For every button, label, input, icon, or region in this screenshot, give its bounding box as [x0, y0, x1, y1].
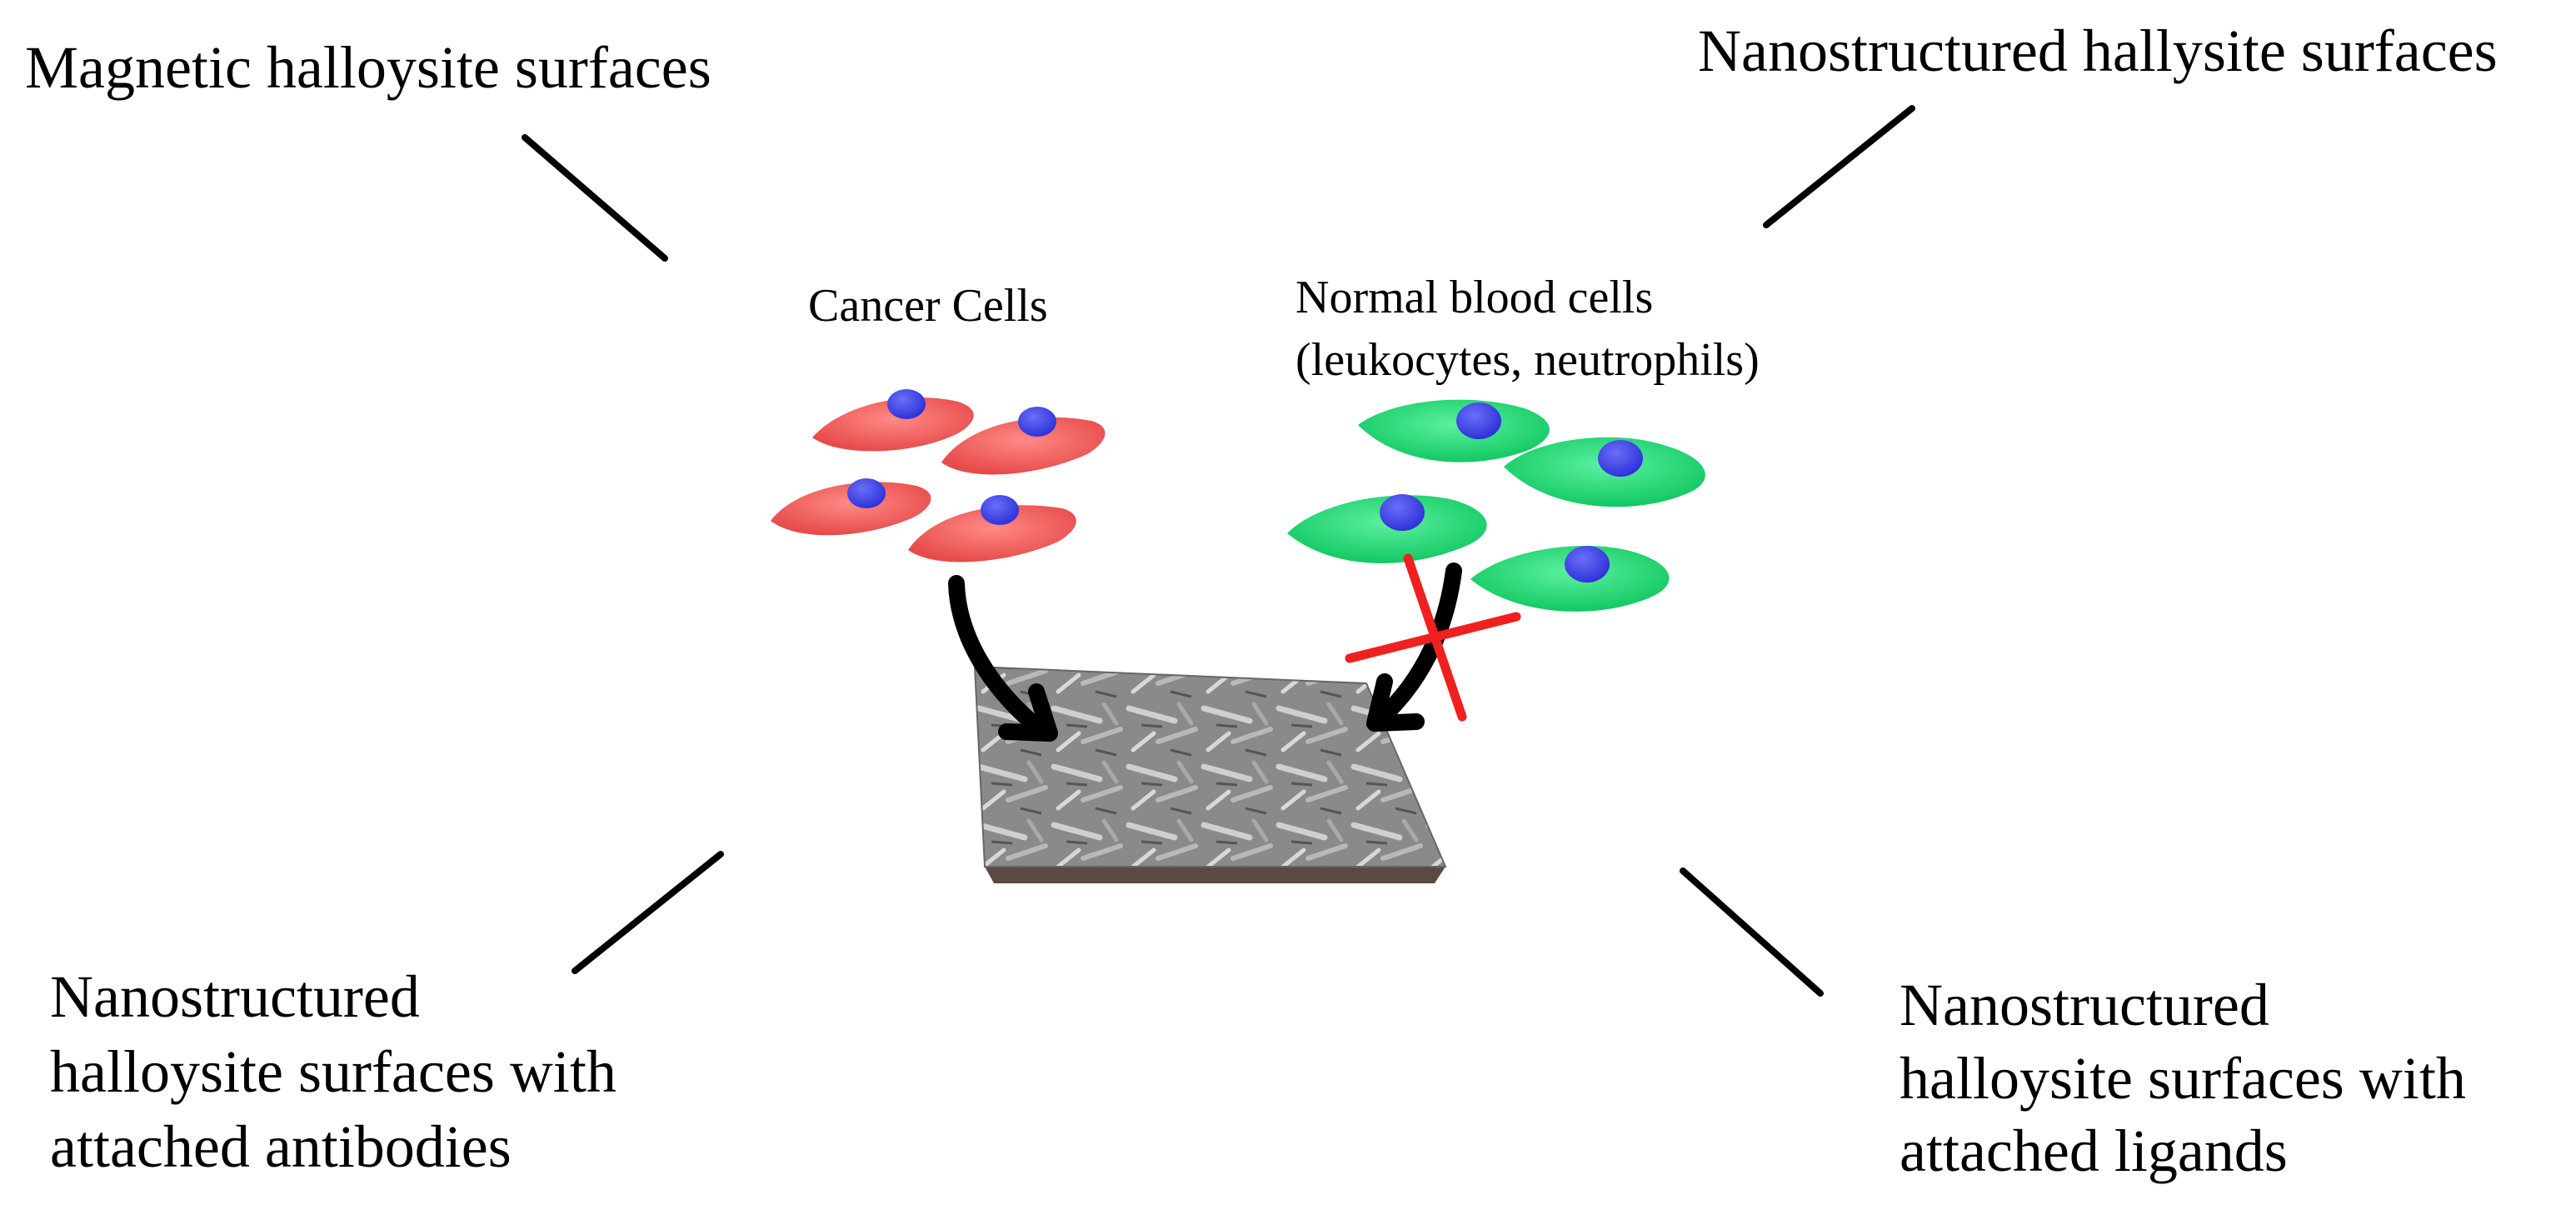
- connector-bottom-left: [572, 851, 724, 974]
- cancer-cell: [941, 407, 1106, 475]
- label-bottom-right-line2: halloysite surfaces with: [1900, 1045, 2466, 1112]
- label-bottom-left-line1: Nanostructured: [50, 963, 420, 1030]
- cancer-cell: [771, 478, 931, 536]
- label-bottom-right-line3: attached ligands: [1900, 1118, 2288, 1184]
- normal-cells-label-line1: Normal blood cells: [1295, 272, 1653, 323]
- label-top-left: Magnetic halloysite surfaces: [25, 34, 711, 101]
- curved-arrow-icon: [948, 575, 1058, 742]
- label-bottom-left-line2: halloysite surfaces with: [50, 1038, 617, 1105]
- connector-top-left: [522, 134, 668, 262]
- nucleus: [1565, 546, 1610, 582]
- nucleus: [1456, 402, 1501, 439]
- label-bottom-right: Nanostructured halloysite surfaces with …: [1900, 972, 2481, 1184]
- nucleus: [887, 389, 926, 419]
- normal-cells-label: Normal blood cells (leukocytes, neutroph…: [1295, 272, 1760, 386]
- cancer-cell: [812, 389, 974, 452]
- label-bottom-right-line1: Nanostructured: [1900, 972, 2269, 1038]
- normal-cell: [1470, 545, 1670, 612]
- normal-cell-group: [1287, 399, 1705, 612]
- label-top-right: Nanostructured hallysite surfaces: [1698, 18, 2498, 84]
- nucleus: [1598, 440, 1643, 477]
- cancer-cells-label: Cancer Cells: [808, 280, 1048, 332]
- normal-cell: [1287, 494, 1487, 563]
- label-bottom-left-line3: attached antibodies: [50, 1113, 512, 1180]
- nucleus: [981, 495, 1019, 525]
- connector-bottom-right: [1680, 868, 1824, 997]
- connector-top-right: [1763, 105, 1915, 228]
- nucleus: [847, 478, 886, 508]
- cancer-cell: [908, 495, 1076, 562]
- halloysite-surface: [973, 665, 1447, 883]
- nucleus: [1018, 407, 1056, 437]
- x-mark-icon: [1345, 553, 1521, 722]
- curved-arrow-icon: [1366, 562, 1462, 732]
- normal-cells-label-line2: (leukocytes, neutrophils): [1295, 334, 1760, 386]
- normal-cell: [1504, 437, 1705, 508]
- label-bottom-left: Nanostructured halloysite surfaces with …: [50, 963, 632, 1180]
- normal-cell: [1358, 399, 1550, 462]
- nucleus: [1380, 494, 1425, 531]
- cancer-cell-group: [771, 389, 1106, 562]
